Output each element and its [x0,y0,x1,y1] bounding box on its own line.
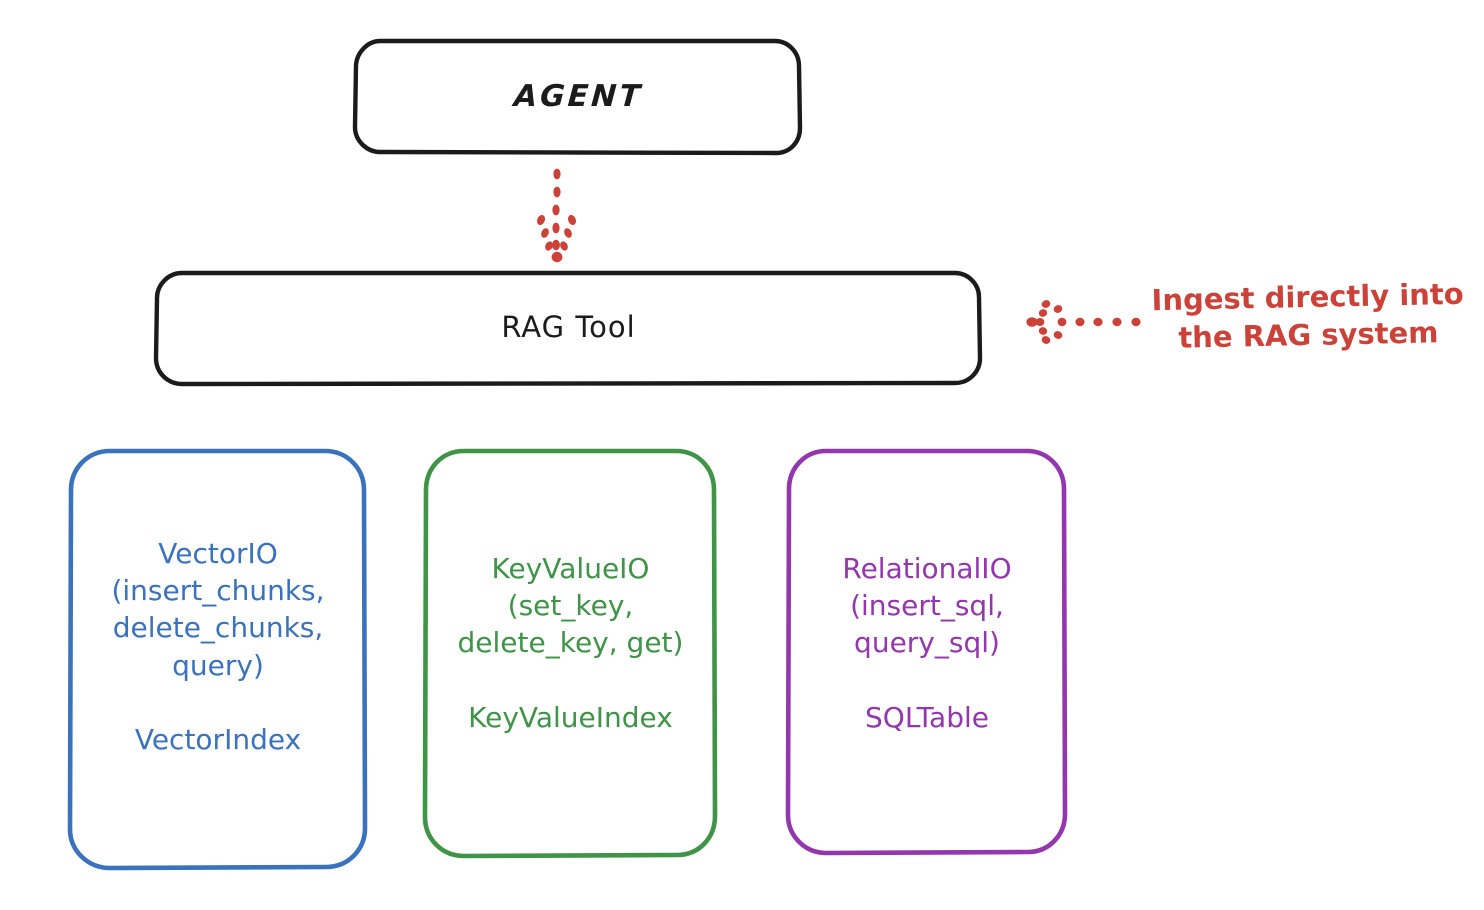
agent-node[interactable]: AGENT [355,40,801,153]
keyvalueio-node-label: KeyValueIO (set_key, delete_key, get) Ke… [457,552,684,734]
ingest-arrow [1026,300,1141,344]
agent-to-rag-tool-arrow [536,168,577,263]
vectorio-node-label: VectorIO (insert_chunks, delete_chunks, … [111,537,325,757]
relationalio-node-label: RelationalIO (insert_sql, query_sql) SQL… [842,552,1012,734]
relationalio-node[interactable]: RelationalIO (insert_sql, query_sql) SQL… [788,450,1066,854]
rag-tool-node-label: RAG Tool [501,310,636,345]
rag-tool-node[interactable]: RAG Tool [156,272,981,384]
vectorio-node[interactable]: VectorIO (insert_chunks, delete_chunks, … [70,450,366,869]
ingest-annotation-text: Ingest directly into the RAG system [1151,276,1464,355]
keyvalueio-node[interactable]: KeyValueIO (set_key, delete_key, get) Ke… [425,450,716,856]
agent-node-label: AGENT [512,78,644,114]
